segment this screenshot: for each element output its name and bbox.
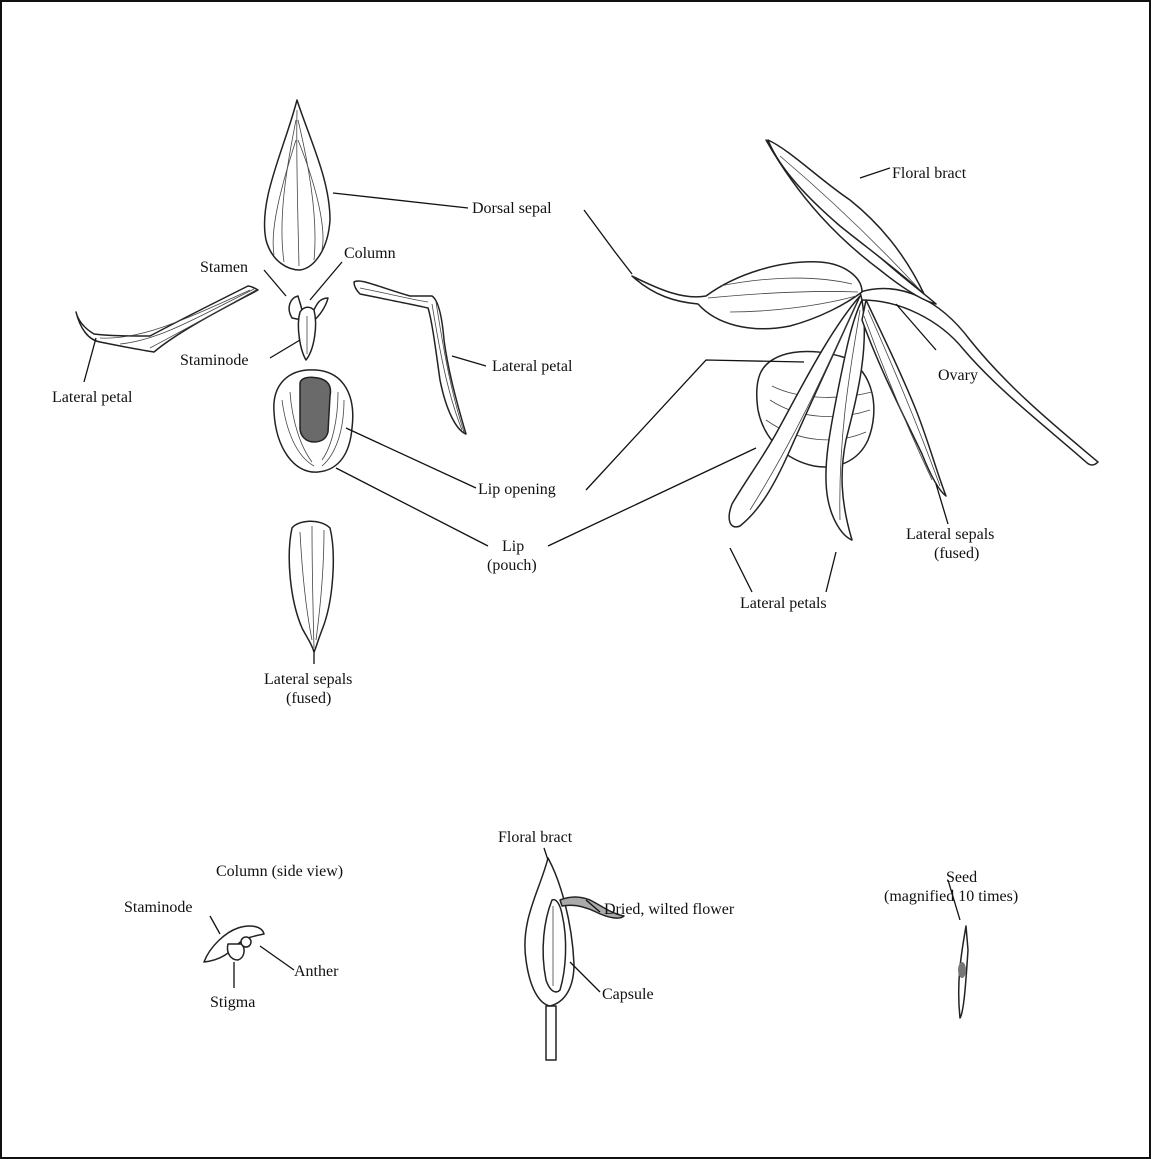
label-capsule: Capsule [602,986,654,1003]
label-ovary: Ovary [938,367,978,384]
label-lateral-petals: Lateral petals [740,595,827,612]
label-stigma: Stigma [210,994,255,1011]
whole-flower-drawing [632,140,1098,540]
left-lateral-petal-drawing [76,286,258,352]
label-lip: Lip [502,538,524,555]
column-assembly-drawing [289,296,328,360]
label-column: Column [344,245,396,262]
right-lateral-petal-drawing [354,281,466,434]
label-staminode: Staminode [180,352,248,369]
label-lip-opening: Lip opening [478,481,556,498]
label-lip-pouch: (pouch) [487,557,537,574]
column-side-view-drawing [204,926,264,962]
label-stamen: Stamen [200,259,248,276]
label-lateral-sepals-right: Lateral sepals [906,526,994,543]
label-dried-wilted-flower: Dried, wilted flower [604,901,735,918]
label-lateral-sepals: Lateral sepals [264,671,352,688]
label-anther: Anther [294,963,339,980]
dorsal-sepal-drawing [265,100,330,270]
label-lateral-petal-left: Lateral petal [52,389,133,406]
label-lateral-petal-right: Lateral petal [492,358,573,375]
lateral-sepals-fused-drawing [289,521,333,652]
label-floral-bract-capsule: Floral bract [498,829,573,846]
capsule-drawing [525,858,624,1060]
label-seed: Seed [946,869,977,886]
label-staminode-column: Staminode [124,899,192,916]
label-floral-bract: Floral bract [892,165,967,182]
label-column-side-view: Column (side view) [216,863,343,880]
label-dorsal-sepal: Dorsal sepal [472,200,552,217]
label-lateral-sepals-right-fused: (fused) [934,545,979,562]
label-lateral-sepals-fused: (fused) [286,690,331,707]
lip-pouch-drawing [274,370,353,472]
seed-drawing [958,926,968,1018]
label-seed-magnified: (magnified 10 times) [884,888,1018,905]
